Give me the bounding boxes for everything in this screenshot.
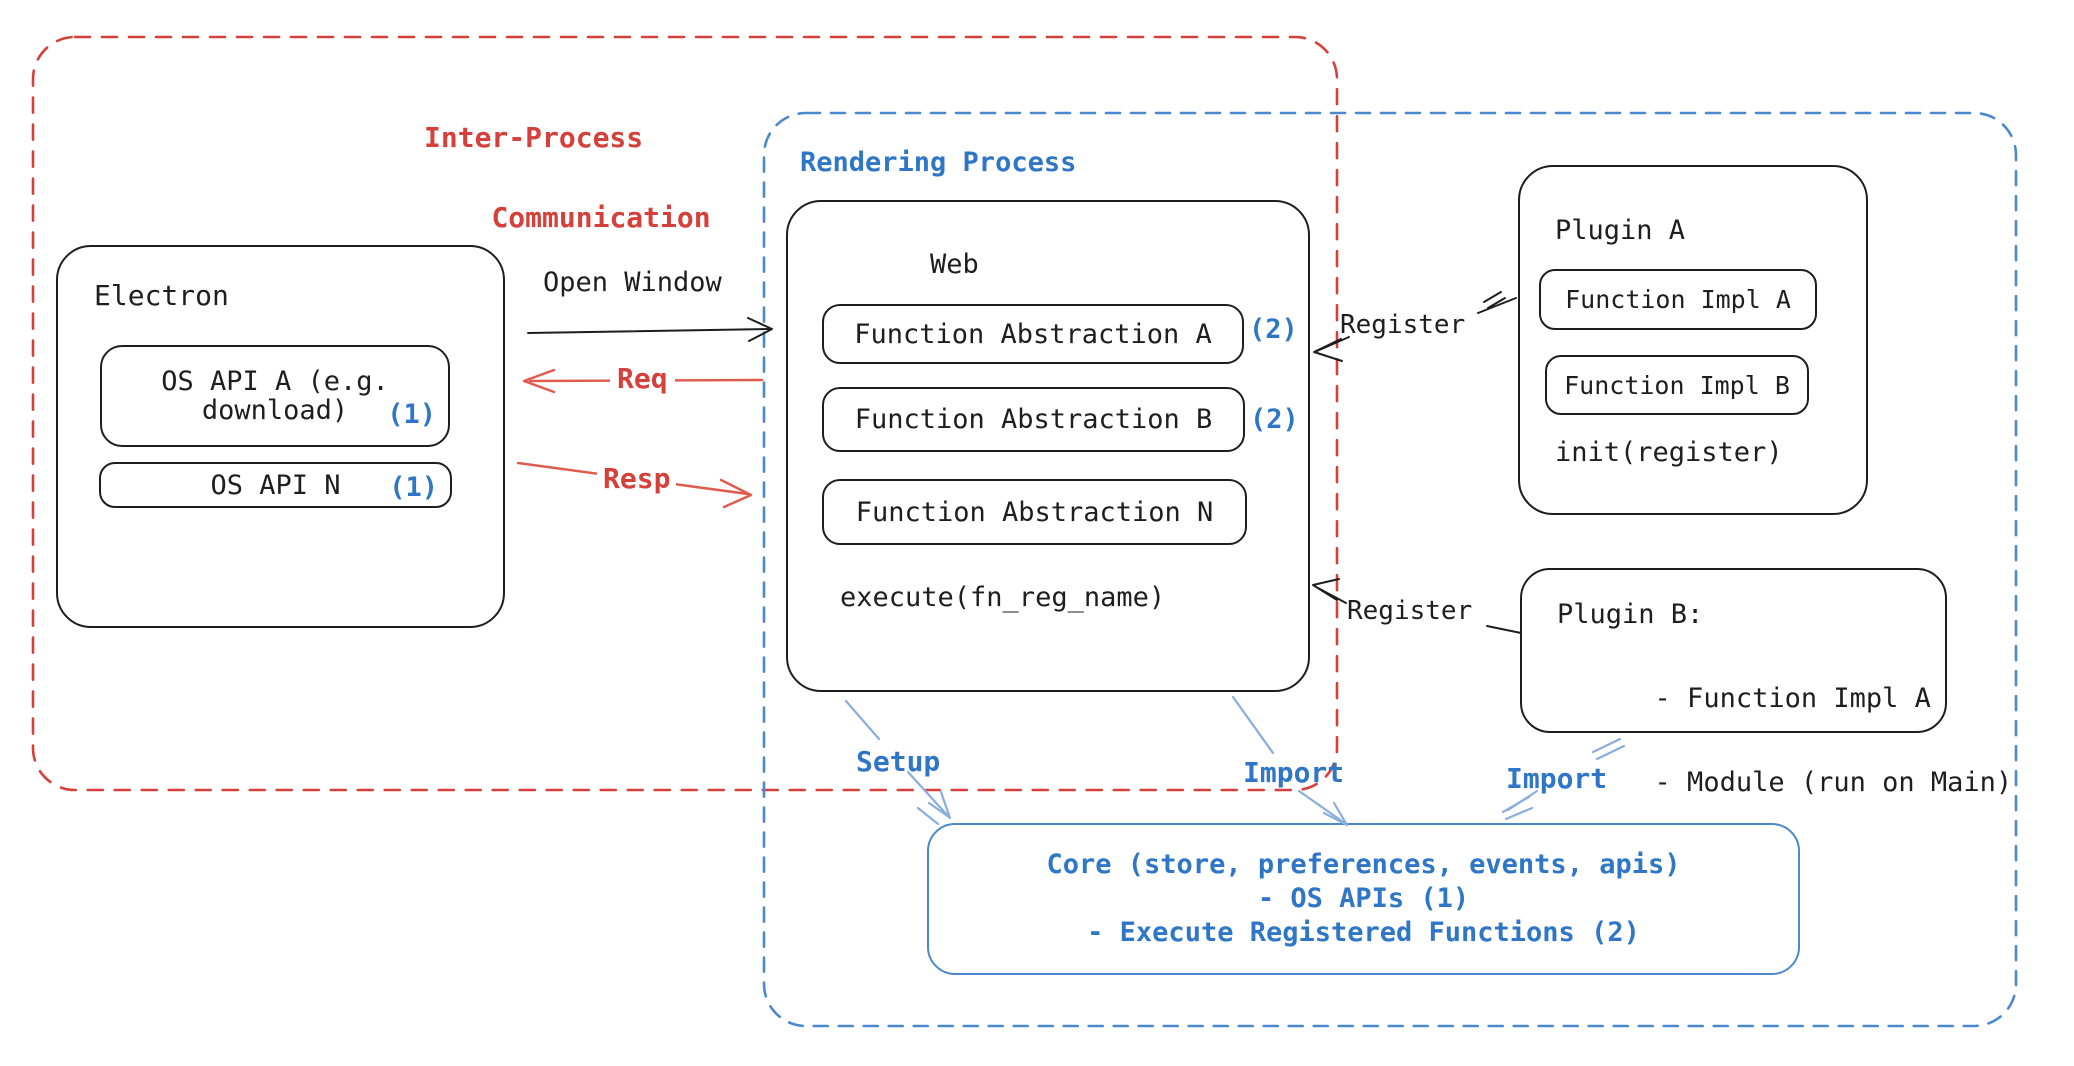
os-api-a-line2: download)	[201, 395, 349, 426]
ipc-label-line1: Inter-Process	[424, 121, 644, 154]
core-line-3: - Execute Registered Functions (2)	[1087, 917, 1640, 948]
function-abstraction-b-badge: (2)	[1250, 404, 1299, 435]
import-plugin-label: Import	[1506, 762, 1608, 795]
register-b-label: Register	[1347, 596, 1473, 626]
os-api-a-badge: (1)	[387, 399, 436, 430]
execute-label: execute(fn_reg_name)	[840, 582, 1166, 613]
resp-label: Resp	[597, 463, 677, 495]
rendering-process-label: Rendering Process	[800, 147, 1077, 178]
function-abstraction-a-badge: (2)	[1249, 314, 1298, 345]
plugin-a-title: Plugin A	[1555, 215, 1686, 246]
function-impl-b-box: Function Impl B	[1545, 355, 1809, 415]
import-web-label: Import	[1243, 756, 1345, 789]
function-abstraction-b-box: Function Abstraction B	[822, 387, 1245, 452]
core-line-1: Core (store, preferences, events, apis)	[1046, 849, 1681, 880]
core-line-2: - OS APIs (1)	[1257, 883, 1470, 914]
req-label: Req	[610, 363, 675, 395]
os-api-n-label: OS API N	[210, 469, 341, 501]
setup-label: Setup	[856, 745, 941, 778]
register-a-label: Register	[1340, 310, 1466, 340]
plugin-b-text: Plugin B: - Function Impl A - Module (ru…	[1557, 594, 2012, 804]
init-register-label: init(register)	[1555, 437, 1783, 468]
web-title: Web	[930, 249, 979, 280]
os-api-n-box: OS API N (1)	[99, 462, 452, 508]
plugin-b-title: Plugin B:	[1557, 599, 1704, 630]
web-box: Web Function Abstraction A (2) Function …	[786, 200, 1310, 692]
plugin-a-box: Plugin A Function Impl A Function Impl B…	[1518, 165, 1868, 515]
plugin-b-item-1: - Function Impl A	[1654, 683, 1931, 714]
open-window-arrow	[527, 317, 773, 342]
electron-title: Electron	[94, 279, 229, 312]
function-abstraction-a-box: Function Abstraction A	[822, 304, 1244, 364]
ipc-label-line2: Communication	[491, 201, 711, 234]
electron-box: Electron OS API A (e.g. download) (1) OS…	[56, 245, 505, 628]
function-impl-a-box: Function Impl A	[1539, 269, 1817, 330]
os-api-n-badge: (1)	[389, 472, 438, 503]
plugin-b-item-2: - Module (run on Main)	[1654, 767, 2013, 798]
os-api-a-line1: OS API A (e.g.	[161, 366, 389, 397]
ipc-label: Inter-Process Communication	[424, 118, 711, 238]
core-box: Core (store, preferences, events, apis) …	[927, 823, 1800, 975]
open-window-label: Open Window	[543, 267, 722, 298]
function-abstraction-n-box: Function Abstraction N	[822, 479, 1247, 545]
os-api-a-box: OS API A (e.g. download) (1)	[100, 345, 450, 447]
plugin-b-box: Plugin B: - Function Impl A - Module (ru…	[1520, 568, 2012, 798]
